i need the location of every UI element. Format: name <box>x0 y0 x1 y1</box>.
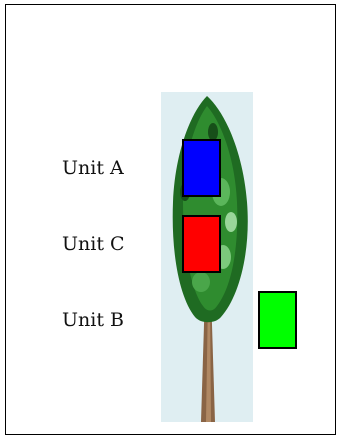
unit-b-label: Unit B <box>62 309 124 331</box>
unit-b-box <box>258 291 297 349</box>
unit-c-label: Unit C <box>62 233 125 255</box>
unit-a-label: Unit A <box>62 157 124 179</box>
unit-c-box <box>182 215 221 273</box>
figure-frame: Unit A Unit C Unit B <box>5 4 336 435</box>
unit-a-box <box>182 139 221 197</box>
